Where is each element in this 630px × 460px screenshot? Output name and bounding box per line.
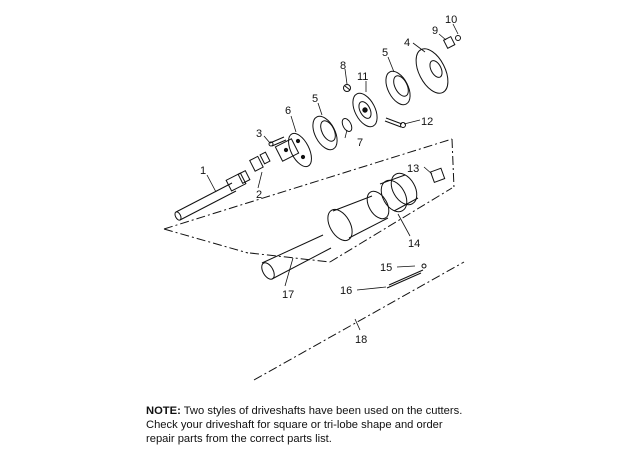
part-8-screw [343,84,351,92]
part-11-bearing [352,92,378,128]
callout-11: 11 [357,71,368,83]
group-bracket-assembly [253,261,465,381]
callout-1: 1 [200,165,206,177]
part-4-plate [415,48,449,94]
callout-16: 16 [340,285,352,297]
callout-18: 18 [355,334,367,346]
part-7-ring [341,118,353,132]
callout-9: 9 [432,25,438,37]
callout-7: 7 [357,137,363,149]
part-14-boot [327,172,419,242]
callout-10: 10 [445,14,457,26]
leader-lines [206,23,459,331]
part-2-coupler [249,151,271,172]
group-bracket-driveshaft [163,138,455,263]
part-1-shaft [174,170,251,221]
callout-12: 12 [421,116,433,128]
callout-8: 8 [340,60,346,72]
driveshaft-note: NOTE: Two styles of driveshafts have bee… [146,404,616,446]
part-9-nut [442,35,456,49]
callout-15: 15 [380,262,392,274]
part-17-tube [261,234,332,280]
callout-4: 4 [404,37,410,49]
callout-13: 13 [407,163,419,175]
part-10-screw [455,35,461,41]
callout-17: 17 [282,289,294,301]
callout-14: 14 [408,238,420,250]
part-13-fitting [429,167,446,183]
note-line-3: repair parts from the correct parts list… [146,433,332,445]
part-12-bolt [384,117,406,128]
part-5-washer-left [312,115,338,151]
callout-5-right: 5 [382,47,388,59]
part-6-hub [274,132,312,168]
note-line-2: Check your driveshaft for square or tri-… [146,419,443,431]
note-text-1: Two styles of driveshafts have been used… [183,405,463,417]
note-label: NOTE: [146,405,181,417]
callout-numbers: 1 2 3 4 5 5 6 7 8 9 10 11 12 13 14 15 16… [200,14,457,346]
callout-6: 6 [285,105,291,117]
part-15-clip [386,263,427,289]
callout-2: 2 [256,189,262,201]
part-3-pin [268,136,287,147]
callout-3: 3 [256,128,262,140]
part-5-washer-right [385,70,411,106]
note-line-1: NOTE: Two styles of driveshafts have bee… [146,404,616,418]
callout-5-left: 5 [312,93,318,105]
